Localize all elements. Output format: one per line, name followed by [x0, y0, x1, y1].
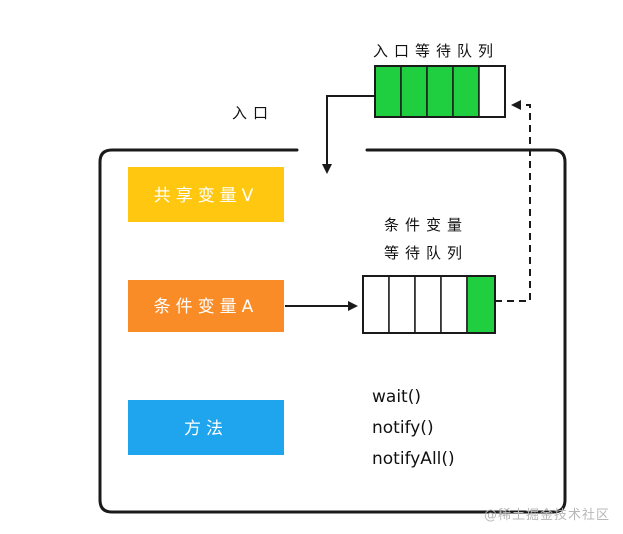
- entry-queue-outline: [374, 65, 506, 118]
- condition-waiting-queue: [362, 275, 496, 334]
- condition-variable-label: 条件变量A: [154, 297, 259, 317]
- condition-queue-slot: [362, 275, 390, 334]
- shared-variable-label: 共享变量V: [154, 186, 259, 206]
- watermark: @稀土掘金技术社区: [484, 507, 610, 523]
- entry-waiting-queue: [374, 65, 506, 118]
- notify-dashed-arrow: [495, 100, 531, 302]
- methods-label: 方法: [184, 419, 228, 439]
- condition-queue-slot: [414, 275, 442, 334]
- condition-queue-slot: [466, 275, 496, 334]
- condition-queue-outline: [362, 275, 496, 334]
- condition-queue-slot: [440, 275, 468, 334]
- condition-queue-slot: [388, 275, 416, 334]
- entry-arrow: [322, 95, 375, 174]
- entry-queue-slot: [478, 65, 506, 118]
- entry-queue-slot: [374, 65, 402, 118]
- entry-queue-label: 入口等待队列: [373, 42, 499, 60]
- methods-box: [128, 400, 284, 455]
- entry-queue-slot: [400, 65, 428, 118]
- entry-label: 入口: [232, 104, 274, 122]
- entry-queue-slot: [452, 65, 480, 118]
- method-notify-all: notifyAll(): [372, 449, 455, 469]
- method-notify: notify(): [372, 418, 434, 438]
- condition-queue-label-line2: 等待队列: [384, 244, 468, 262]
- condition-queue-label-line1: 条件变量: [384, 216, 468, 234]
- shared-variable-box: [128, 167, 284, 222]
- method-wait: wait(): [372, 387, 421, 407]
- monitor-frame: [98, 148, 567, 514]
- entry-queue-slot: [426, 65, 454, 118]
- condition-variable-box: [128, 280, 284, 332]
